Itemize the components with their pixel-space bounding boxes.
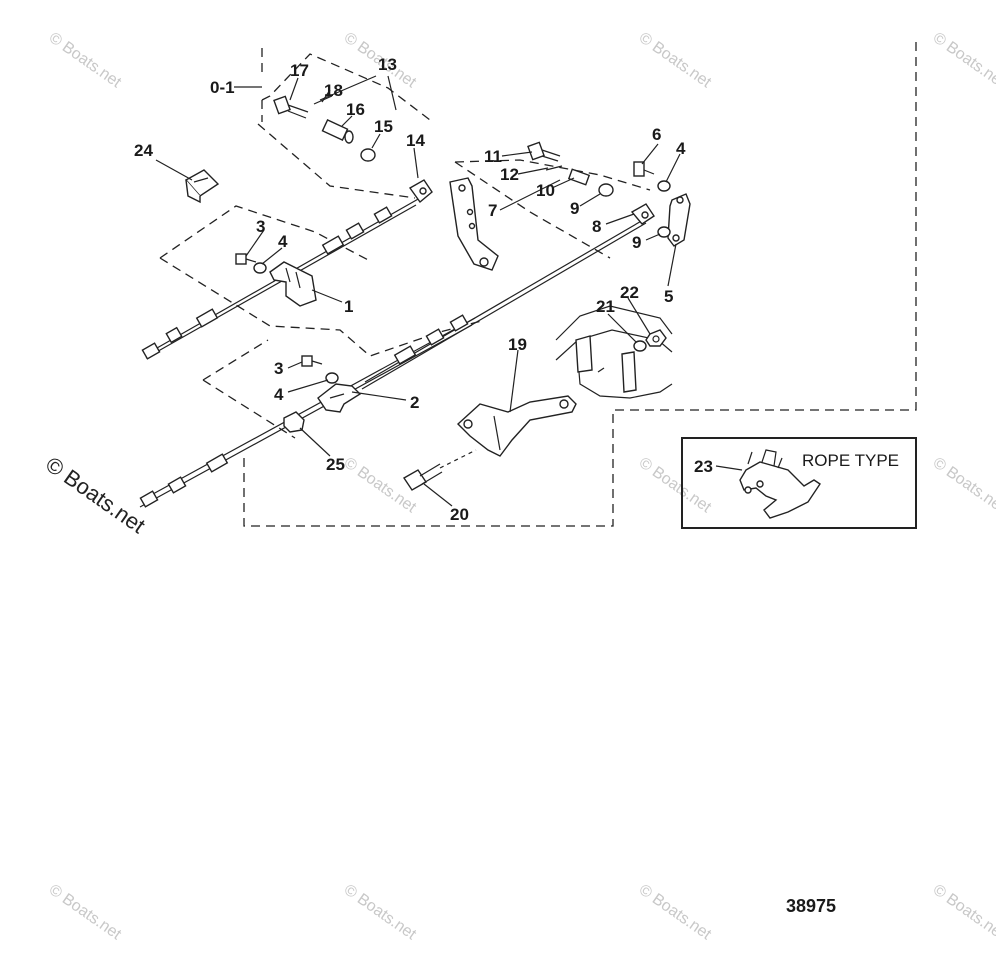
callout-20: 20: [450, 505, 469, 524]
label-group: 0-1: [210, 78, 235, 97]
callout-12: 12: [500, 165, 519, 184]
watermark: © Boats.net: [341, 454, 420, 516]
watermark: © Boats.net: [46, 881, 125, 943]
part-6-bolt: [633, 161, 655, 177]
callout-4-upper: 4: [278, 232, 288, 251]
callout-15: 15: [374, 117, 393, 136]
part-5-link: [667, 193, 691, 247]
tiller-tube: [555, 305, 673, 399]
part-19-bracket: [456, 395, 577, 457]
callout-17: 17: [290, 61, 309, 80]
part-21-washer: [633, 340, 647, 352]
callout-18: 18: [324, 81, 343, 100]
watermark-main: © Boats.net: [41, 452, 150, 539]
part-14-cable-end: [408, 179, 433, 204]
part-12-cotter: [545, 165, 563, 171]
watermark: © Boats.net: [636, 29, 715, 91]
part-22-nut: [645, 329, 667, 347]
part-4-washer-lower: [325, 372, 339, 384]
part-4-washer-upper: [253, 262, 267, 274]
part-9-washer: [598, 183, 614, 197]
inset-title: ROPE TYPE: [802, 451, 899, 470]
part-23-rope-guide: [739, 449, 821, 519]
part-7-lever: [449, 177, 499, 271]
callout-11: 11: [484, 147, 502, 166]
callout-5: 5: [664, 287, 673, 306]
watermark: © Boats.net: [930, 881, 996, 943]
callout-labels: 0-1 13 17 18 16 15 14 24 3 4 1 11 12 10 …: [134, 55, 713, 524]
callout-10: 10: [536, 181, 555, 200]
part-8-cable-end: [630, 203, 655, 225]
part-17-bolt: [273, 95, 309, 119]
callout-16: 16: [346, 100, 365, 119]
callout-3-lower: 3: [274, 359, 283, 378]
outer-boundary: [243, 42, 917, 527]
watermark: © Boats.net: [341, 881, 420, 943]
callout-19: 19: [508, 335, 527, 354]
part-4-washer: [657, 180, 671, 192]
part-10-pin: [567, 168, 591, 186]
callout-3-upper: 3: [256, 217, 265, 236]
callout-21: 21: [596, 297, 615, 316]
callout-2: 2: [410, 393, 419, 412]
part-1-bracket: [269, 261, 317, 307]
part-3-screw-lower: [301, 355, 323, 367]
figure-number: 38975: [786, 896, 836, 916]
watermark: © Boats.net: [930, 29, 996, 91]
part-9-washer-right: [657, 226, 671, 238]
leader-lines: [155, 75, 743, 507]
callout-25: 25: [326, 455, 345, 474]
assembly-groups: [159, 53, 651, 439]
callout-22: 22: [620, 283, 639, 302]
inset-rope-type: ROPE TYPE: [681, 437, 917, 529]
part-3-screw: [235, 253, 257, 265]
watermark: © Boats.net: [636, 881, 715, 943]
callout-24: 24: [134, 141, 153, 160]
callout-4-right: 4: [676, 139, 686, 158]
part-2-bracket: [317, 383, 362, 413]
callout-14: 14: [406, 131, 425, 150]
callout-9-upper: 9: [570, 199, 579, 218]
part-15-washer: [360, 148, 376, 162]
cables: [139, 197, 651, 508]
watermark: © Boats.net: [46, 29, 125, 91]
callout-7: 7: [488, 201, 497, 220]
part-20-bolt: [403, 449, 477, 491]
watermark: © Boats.net: [930, 454, 996, 516]
callout-6: 6: [652, 125, 661, 144]
part-16-spacer: [321, 118, 354, 144]
callout-1: 1: [344, 297, 353, 316]
callout-9-lower: 9: [632, 233, 641, 252]
callout-13: 13: [378, 55, 397, 74]
part-24-block: [184, 169, 220, 204]
callout-4-lower: 4: [274, 385, 284, 404]
part-11-bolt: [527, 141, 561, 162]
callout-8: 8: [592, 217, 601, 236]
parts: [184, 95, 691, 491]
callout-23: 23: [694, 457, 713, 476]
